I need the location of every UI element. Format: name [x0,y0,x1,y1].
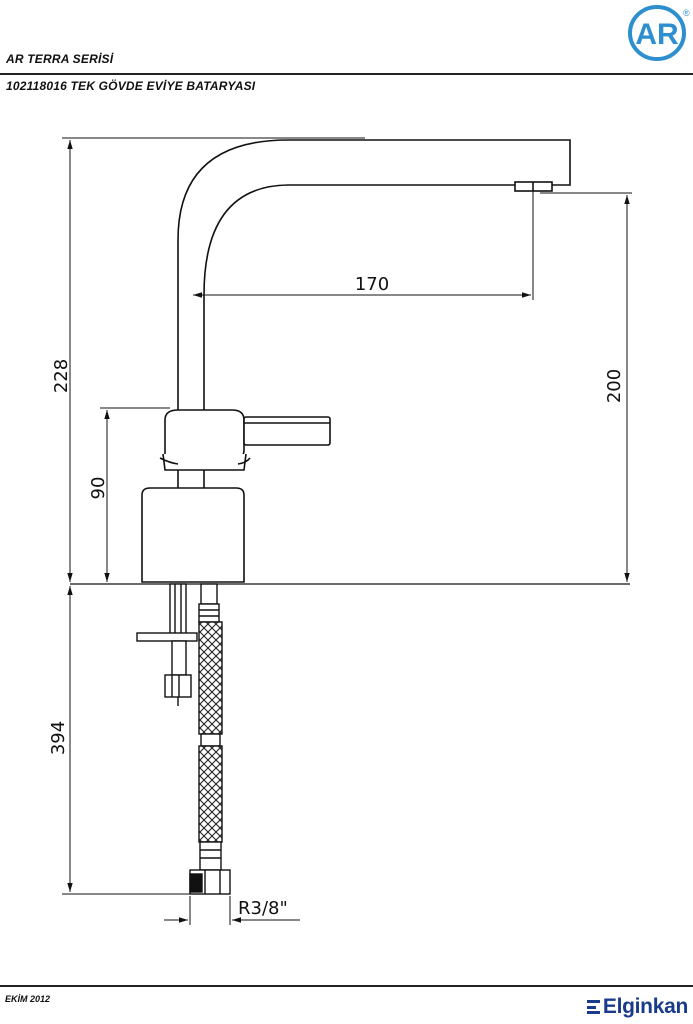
dim-thread-size: R3/8" [238,898,288,919]
product-title: 102118016 TEK GÖVDE EVİYE BATARYASI [6,79,256,93]
brand-logo: Elginkan [586,995,688,1019]
faucet-spout [177,139,571,412]
footer-divider [0,985,693,987]
logo-registered-mark: ® [683,8,690,18]
dim-hose-length: 394 [48,721,69,755]
footer-date: EKİM 2012 [5,994,51,1004]
dim-height-total: 228 [51,359,72,393]
flexible-hose [189,583,231,895]
faucet-body [70,409,630,585]
faucet-technical-drawing: 228 90 200 170 394 R3/8" [48,137,632,925]
series-title: AR TERRA SERİSİ [6,52,114,66]
ar-logo-icon: AR ® [628,5,690,61]
header-divider [0,73,693,75]
dim-spout-height: 200 [604,369,625,403]
logo-text: AR [635,18,679,51]
mounting-assembly [136,583,198,706]
dim-body-height: 90 [88,477,109,500]
brand-name: Elginkan [602,995,688,1018]
dimension-lines [62,137,632,925]
dim-spout-reach: 170 [355,274,389,295]
brand-stripes-icon [586,999,600,1015]
